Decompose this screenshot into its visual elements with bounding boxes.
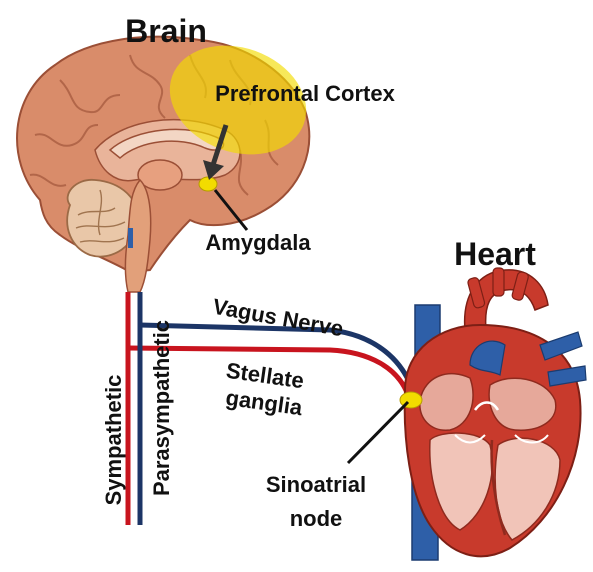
- brain-title: Brain: [125, 13, 207, 49]
- sinoatrial-pointer: [348, 402, 408, 463]
- sinoatrial-label-line2: node: [290, 506, 343, 531]
- sympathetic-label: Sympathetic: [101, 375, 126, 506]
- amygdala-highlight: [199, 177, 217, 191]
- parasympathetic-label: Parasympathetic: [149, 320, 174, 496]
- amygdala-label: Amygdala: [205, 230, 311, 255]
- vagus-nerve-label: Vagus Nerve: [211, 294, 345, 342]
- heart-illustration: [405, 268, 586, 560]
- sinoatrial-label-line1: Sinoatrial: [266, 472, 366, 497]
- prefrontal-cortex-label: Prefrontal Cortex: [215, 81, 395, 106]
- heart-title: Heart: [454, 236, 536, 272]
